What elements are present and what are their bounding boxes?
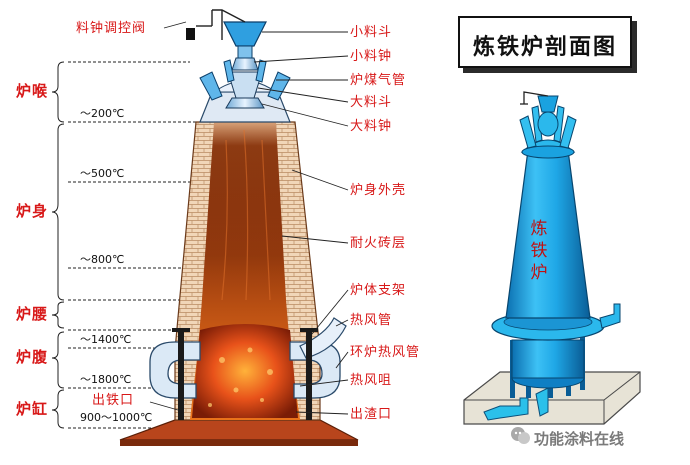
leader-lines: [149, 21, 349, 415]
hopper-neck: [237, 45, 253, 59]
label-tuyere: 热风咀: [350, 373, 393, 388]
label-large-hopper: 大料斗: [350, 95, 393, 110]
temp-500: ～500℃: [80, 167, 125, 180]
temp-1400: ～1400℃: [80, 333, 132, 346]
title-box: 炼铁炉剖面图: [458, 16, 632, 68]
gas-pipes: [199, 59, 291, 101]
zone-shaft: 炉身: [16, 202, 49, 220]
large-hopper: [227, 71, 263, 99]
temp-200: ～200℃: [80, 107, 125, 120]
label-support: 炉体支架: [350, 283, 407, 298]
temp-800: ～800℃: [80, 253, 125, 266]
label-bustle-pipe: 环炉热风管: [350, 345, 421, 360]
zone-belly: 炉腰: [16, 305, 49, 323]
watermark: 功能涂料在线: [534, 430, 625, 448]
valve-lever: [196, 9, 246, 40]
small-bell: [231, 57, 259, 71]
furnace-foundation: [119, 419, 359, 446]
small-hopper: [223, 21, 267, 47]
zone-hearth: 炉缸: [16, 400, 49, 418]
label-small-hopper: 小料斗: [350, 25, 393, 40]
temp-1800: ～1800℃: [80, 373, 132, 386]
valve-weight: [186, 28, 195, 40]
label-gas-pipe: 炉煤气管: [350, 73, 407, 88]
large-bell: [225, 97, 265, 109]
diagram-title: 炼铁炉剖面图: [472, 35, 617, 60]
furnace-3d-model: [463, 91, 641, 425]
furnace-body: [174, 121, 321, 421]
label-valve: 料钟调控阀: [76, 21, 147, 36]
label-small-bell: 小料钟: [350, 49, 393, 64]
temp-900-1000: 900～1000℃: [80, 411, 153, 424]
support-columns: [172, 328, 318, 420]
label-hot-blast-pipe: 热风管: [350, 313, 393, 328]
zone-bosh: 炉腹: [16, 348, 49, 366]
wechat-icon: [511, 427, 530, 444]
label-tap-hole: 出铁口: [92, 393, 135, 408]
zone-ruler: [51, 61, 196, 429]
label-large-bell: 大料钟: [350, 119, 393, 134]
label-shell: 炉身外壳: [350, 183, 407, 198]
model-vertical-label: 炼铁炉: [530, 219, 548, 283]
label-refractory: 耐火砖层: [350, 236, 407, 251]
zone-throat: 炉喉: [16, 82, 49, 100]
label-slag-hole: 出渣口: [350, 407, 393, 422]
